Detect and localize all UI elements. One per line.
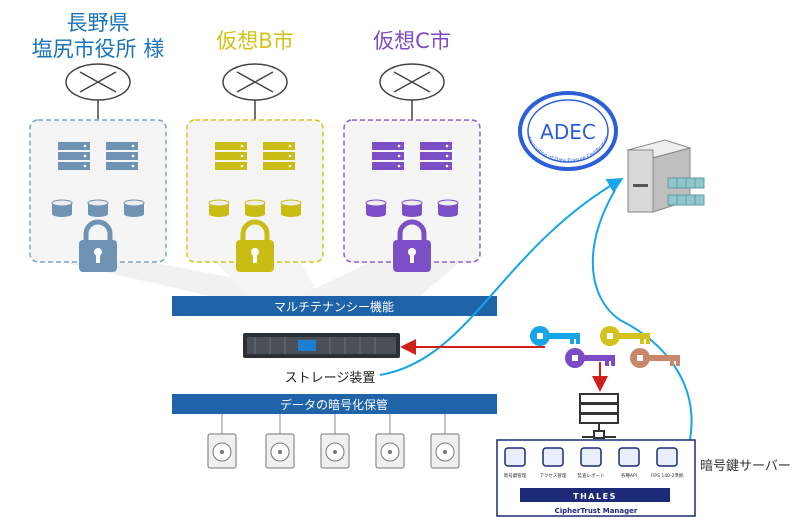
- database-icon: [244, 199, 266, 217]
- feature-label: 監査レポート: [578, 472, 605, 479]
- tenant-title: 仮想C市: [373, 29, 451, 53]
- encryption-bar: [172, 394, 497, 414]
- lock-icon: [79, 219, 117, 272]
- storage-device-icon: [243, 333, 400, 358]
- multitenancy-bar: [172, 296, 497, 316]
- disk-drive-icon: [375, 414, 405, 469]
- lock-icon: [236, 219, 274, 272]
- fips-icon: [656, 447, 678, 467]
- server-stack-icon: [58, 142, 90, 170]
- thales-appliance: [520, 488, 670, 502]
- server-stack-icon: [106, 142, 138, 170]
- router-icon: [379, 63, 445, 120]
- router-icon: [222, 63, 288, 120]
- database-icon: [208, 199, 230, 217]
- key-server-label: 暗号鍵サーバー: [700, 458, 791, 474]
- feature-item: 監査レポート: [578, 447, 605, 479]
- disk-drive-icon: [265, 414, 295, 469]
- feature-item: 各種API: [618, 447, 640, 479]
- tenant-title: 仮想B市: [216, 29, 293, 53]
- disk-drive-icon: [207, 414, 237, 469]
- beam: [300, 262, 460, 296]
- key-icon: [565, 348, 615, 368]
- feature-label: 暗号鍵管理: [504, 472, 527, 479]
- server-stack-icon: [263, 142, 295, 170]
- database-icon: [123, 199, 145, 217]
- tenant-group: [343, 63, 481, 272]
- feature-item: FIPS 140-2準拠: [651, 447, 684, 479]
- audit-report-icon: [580, 447, 602, 467]
- key-transfer-curve: [591, 189, 693, 441]
- tenant-group: [186, 63, 324, 272]
- access-management-icon: [542, 447, 564, 467]
- encryption-label: データの暗号化保管: [280, 397, 388, 412]
- key-icon: [600, 326, 650, 346]
- database-icon: [401, 199, 423, 217]
- multitenancy-label: マルチテナンシー機能: [274, 299, 394, 314]
- database-icon: [437, 199, 459, 217]
- feature-item: アクセス管理: [540, 447, 567, 479]
- ciphertrust-label: CipherTrust Manager: [555, 507, 638, 515]
- feature-label: 各種API: [621, 472, 637, 479]
- adec-logo-text: ADEC: [540, 120, 596, 144]
- database-icon: [365, 199, 387, 217]
- database-icon: [51, 199, 73, 217]
- rack-server-icon: [579, 393, 619, 439]
- disk-drive-icon: [320, 414, 350, 469]
- server-icon: [626, 139, 705, 213]
- router-icon: [65, 63, 131, 120]
- thales-brand: THALES: [573, 492, 617, 501]
- lock-icon: [393, 219, 431, 272]
- database-icon: [280, 199, 302, 217]
- disk-drive-icon: [430, 414, 460, 469]
- server-stack-icon: [215, 142, 247, 170]
- server-stack-icon: [420, 142, 452, 170]
- api-icon: [618, 447, 640, 467]
- key-management-icon: [504, 447, 526, 467]
- feature-label: FIPS 140-2準拠: [651, 472, 684, 479]
- key-icon: [630, 348, 680, 368]
- key-transfer-curve: [379, 177, 624, 376]
- storage-label: ストレージ装置: [285, 371, 376, 386]
- adec-logo: ADEC Association of Data Erasure Certifi…: [518, 91, 618, 171]
- feature-item: 暗号鍵管理: [504, 447, 527, 479]
- database-icon: [87, 199, 109, 217]
- feature-label: アクセス管理: [540, 472, 567, 479]
- tenant-group: [29, 63, 167, 272]
- tenant-title: 塩尻市役所 様: [32, 37, 165, 61]
- server-stack-icon: [372, 142, 404, 170]
- key-icon: [530, 326, 580, 346]
- tenant-title-line1: 長野県: [67, 11, 130, 35]
